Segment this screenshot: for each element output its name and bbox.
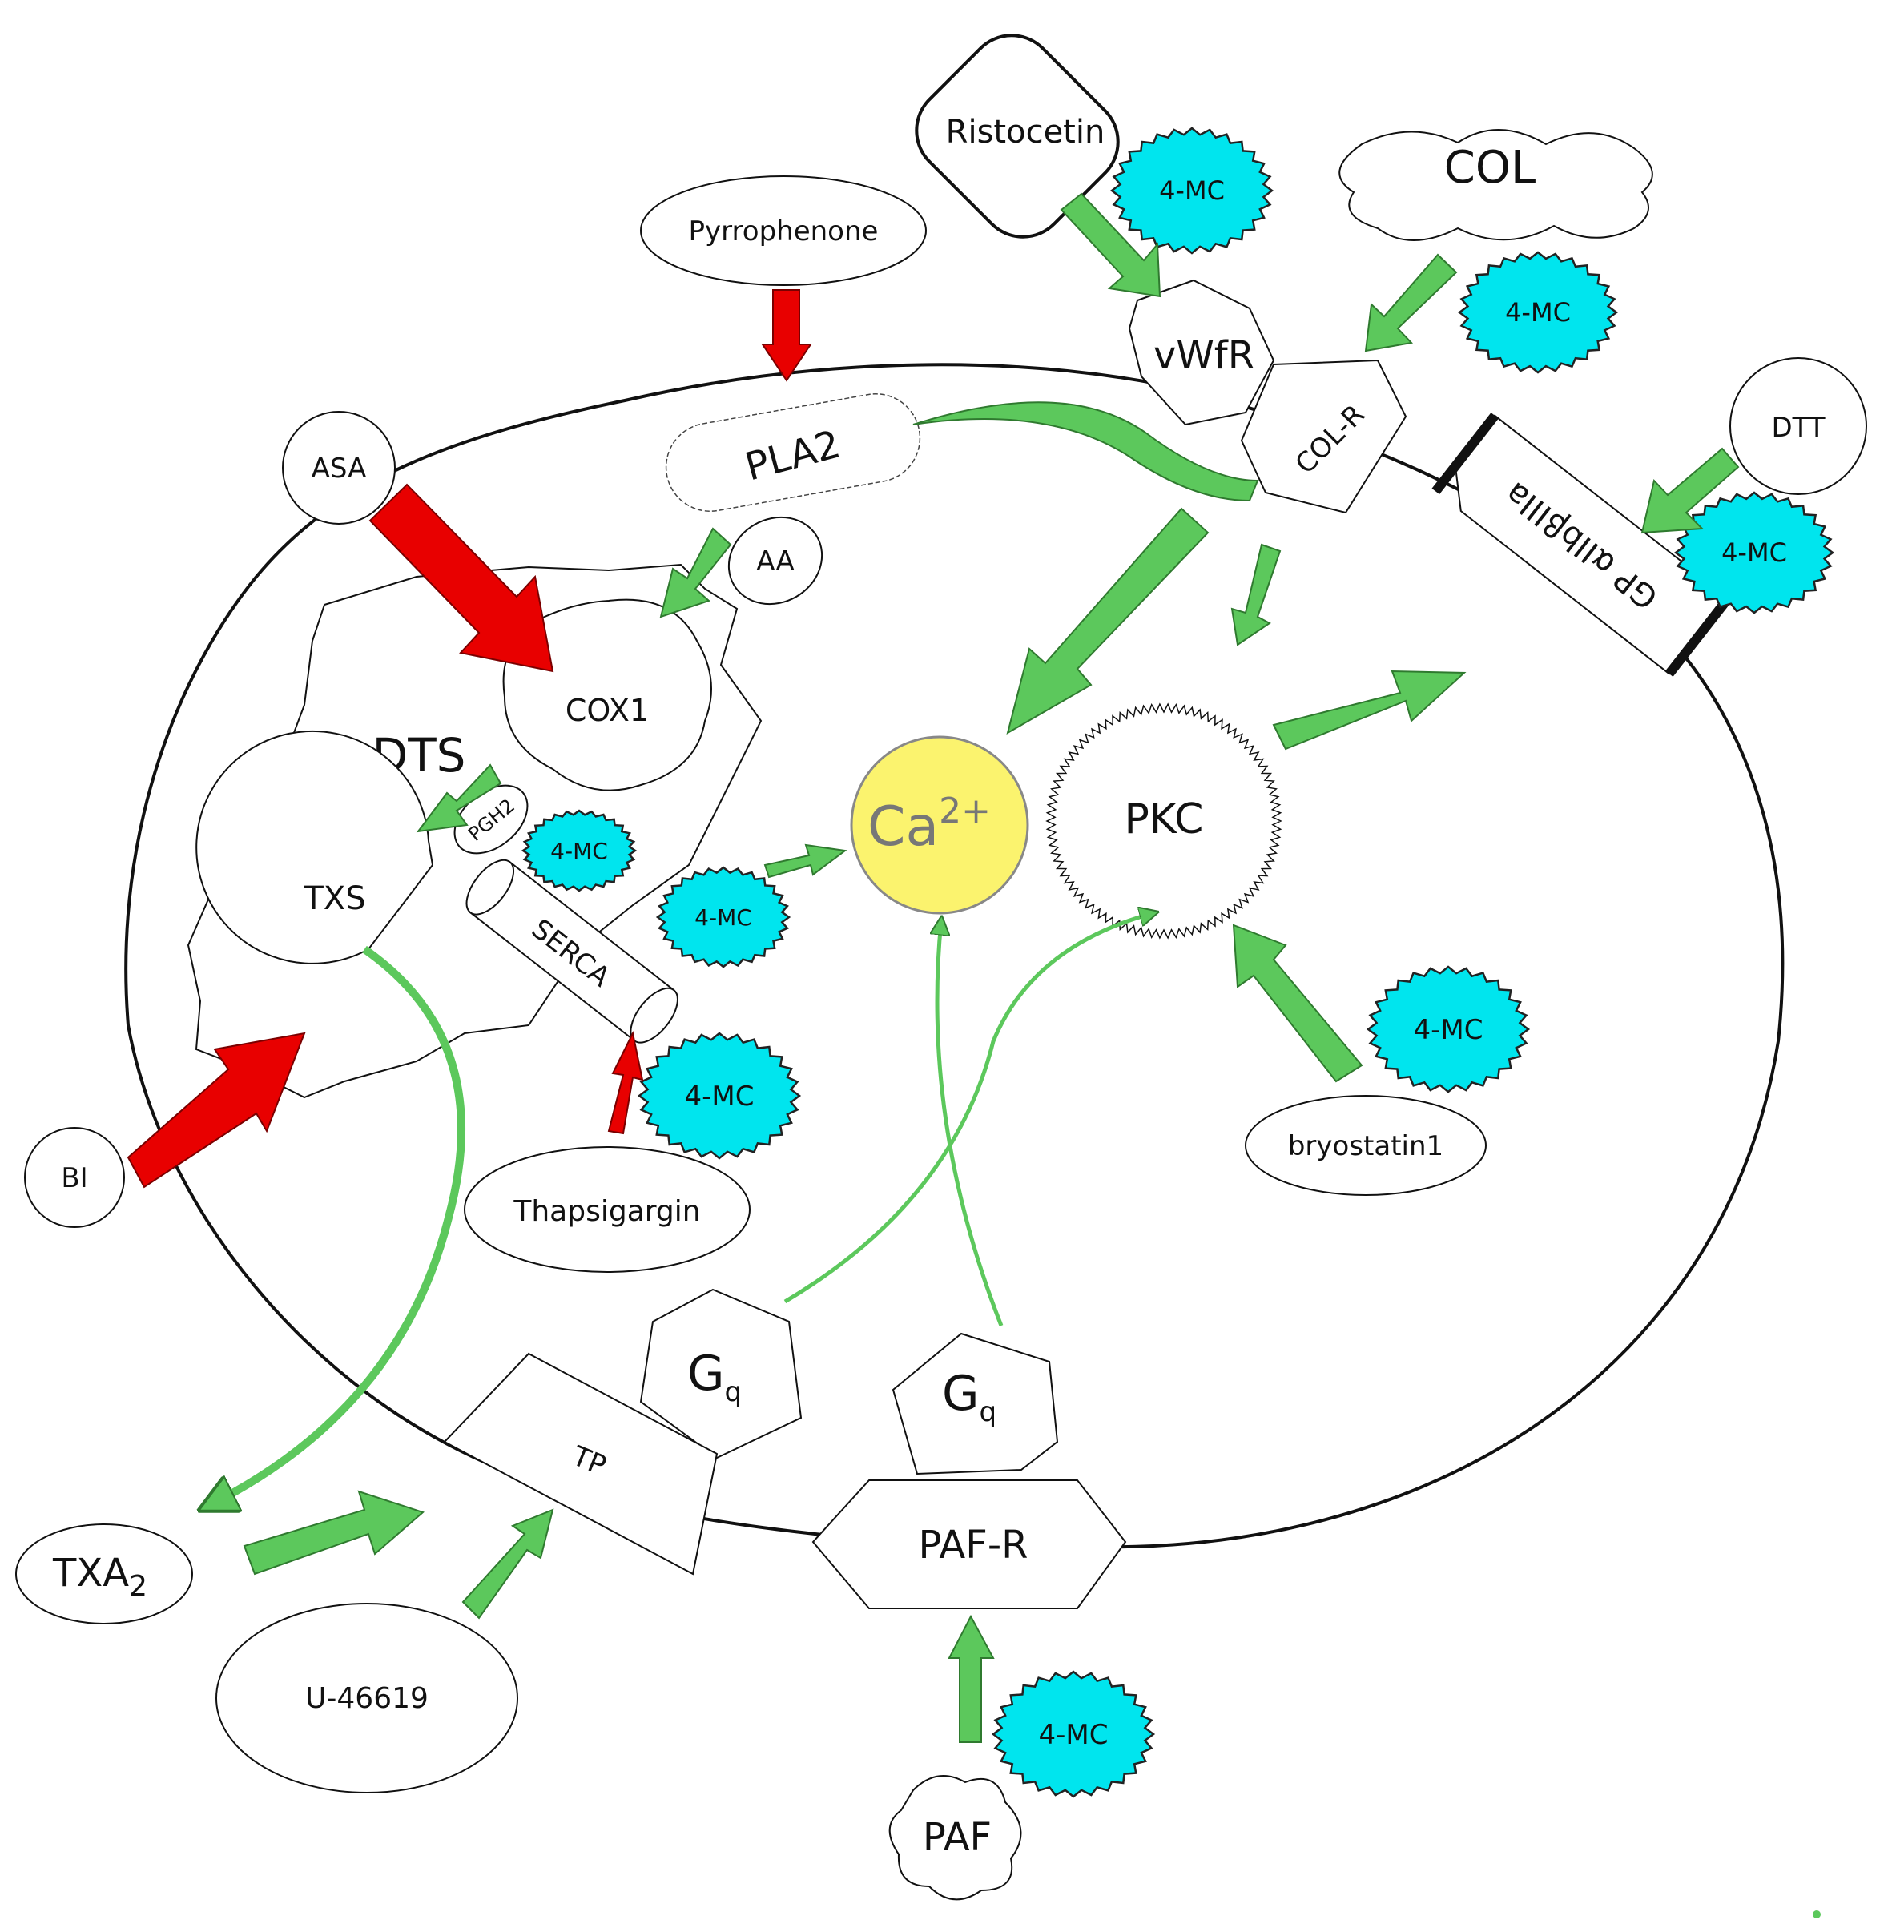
calcium-label: Ca2+ bbox=[867, 791, 991, 859]
modulator-4mc-badge: 4-MC bbox=[1366, 965, 1531, 1093]
arrow-paf-pafr bbox=[948, 1614, 995, 1743]
arrow-colr-pkc bbox=[1230, 543, 1282, 646]
paf-r-label: PAF-R bbox=[919, 1523, 1028, 1568]
asa-label: ASA bbox=[312, 453, 367, 485]
mc-badge-label: 4-MC bbox=[1505, 297, 1571, 328]
vwfr-receptor bbox=[1128, 279, 1275, 426]
modulator-4mc-badge: 4-MC bbox=[521, 809, 638, 892]
arrow-pla2-cox1 bbox=[659, 527, 732, 618]
mc-badge-label: 4-MC bbox=[694, 904, 752, 931]
arrow-gq-pkc bbox=[783, 913, 1153, 1304]
mc-badge-label: 4-MC bbox=[1721, 537, 1787, 568]
mc-badge-shape bbox=[1109, 127, 1274, 255]
pyrrophenone-label: Pyrrophenone bbox=[689, 215, 879, 248]
col-label: COL bbox=[1444, 142, 1536, 194]
bryostatin1-label: bryostatin1 bbox=[1288, 1130, 1443, 1162]
arrow-pla2-colr-band bbox=[912, 401, 1259, 502]
arrow-serca-ca bbox=[763, 843, 847, 879]
mc-badge-shape bbox=[655, 866, 791, 968]
u46619-label: U-46619 bbox=[305, 1682, 429, 1715]
cox1-label: COX1 bbox=[566, 693, 649, 728]
arrow-bi-txs bbox=[127, 1032, 306, 1189]
mc-badge-shape bbox=[1457, 251, 1619, 374]
pyrrophenone-node bbox=[640, 175, 927, 286]
txa2-label: TXA2 bbox=[52, 1551, 147, 1603]
paf-node bbox=[888, 1775, 1022, 1901]
paf-r-receptor bbox=[811, 1479, 1127, 1609]
txa2-node bbox=[15, 1523, 193, 1624]
mc-badge-label: 4-MC bbox=[685, 1081, 755, 1113]
dtt-node bbox=[1729, 357, 1867, 495]
vwfr-label: vWfR bbox=[1153, 333, 1254, 378]
gq-label-right: Gq bbox=[942, 1366, 996, 1428]
arrow-ristocetin-vwfr bbox=[1060, 192, 1161, 298]
corner-dot bbox=[1813, 1910, 1821, 1918]
asa-node bbox=[282, 411, 396, 525]
modulator-4mc-badge: 4-MC bbox=[991, 1670, 1156, 1798]
ristocetin-label: Ristocetin bbox=[946, 114, 1105, 151]
bryostatin1-node bbox=[1245, 1095, 1487, 1196]
arrow-bryostatin-pkc bbox=[1232, 924, 1363, 1083]
arrow-pkc-gp bbox=[1272, 670, 1467, 751]
modulator-badges: 4-MC 4-MC 4-MC 4-MC 4-MC 4-MC 4-MC 4-MC bbox=[521, 127, 1835, 1798]
paf-label: PAF bbox=[923, 1815, 992, 1860]
mc-badge-shape bbox=[991, 1670, 1156, 1798]
col-r-receptor bbox=[1240, 359, 1407, 514]
modulator-4mc-badge: 4-MC bbox=[1673, 491, 1835, 614]
arrow-thapsigargin-serca bbox=[607, 1030, 644, 1135]
mc-badge-shape bbox=[521, 809, 638, 892]
modulator-4mc-badge: 4-MC bbox=[1457, 251, 1619, 374]
gq-protein-right bbox=[892, 1332, 1059, 1475]
mc-badge-shape bbox=[1673, 491, 1835, 614]
bi-label: BI bbox=[61, 1162, 87, 1194]
modulator-4mc-badge: 4-MC bbox=[1109, 127, 1274, 255]
arrow-txa2-tp bbox=[243, 1490, 425, 1576]
pkc-enzyme bbox=[1045, 702, 1282, 940]
mc-badge-label: 4-MC bbox=[1414, 1014, 1483, 1046]
arrow-pyrrophenone-pla2 bbox=[761, 289, 812, 382]
col-node bbox=[1338, 129, 1653, 241]
mc-badge-label: 4-MC bbox=[1039, 1719, 1109, 1751]
arrow-dts-txs bbox=[416, 763, 502, 833]
arrow-u46619-tp bbox=[461, 1508, 554, 1620]
txs-label: TXS bbox=[303, 880, 365, 917]
arrow-gq-ca bbox=[937, 921, 1004, 1326]
dtt-label: DTT bbox=[1771, 412, 1825, 444]
modulator-4mc-badge: 4-MC bbox=[637, 1032, 802, 1160]
aa-node bbox=[727, 516, 823, 606]
tp-receptor bbox=[443, 1352, 719, 1576]
mc-badge-label: 4-MC bbox=[1159, 175, 1225, 206]
arrow-dtt-gp bbox=[1640, 447, 1740, 534]
mc-badge-shape bbox=[637, 1032, 802, 1160]
u46619-node bbox=[215, 1603, 518, 1793]
pkc-label: PKC bbox=[1125, 795, 1204, 843]
mc-badge-shape bbox=[1366, 965, 1531, 1093]
gq-label-left: Gq bbox=[687, 1346, 742, 1408]
aa-label: AA bbox=[756, 545, 794, 578]
pla2-enzyme bbox=[665, 393, 921, 512]
txs-enzyme bbox=[195, 730, 434, 964]
thapsigargin-node bbox=[464, 1146, 751, 1273]
arrow-colr-ca bbox=[1006, 507, 1210, 735]
thapsigargin-label: Thapsigargin bbox=[513, 1195, 700, 1228]
bi-node bbox=[24, 1127, 125, 1228]
arrow-txs-txa2 bbox=[208, 945, 465, 1506]
modulator-4mc-badge: 4-MC bbox=[655, 866, 791, 968]
calcium-node bbox=[850, 735, 1029, 915]
arrow-col-colr bbox=[1364, 253, 1458, 352]
arrow-asa-cox1 bbox=[368, 483, 554, 673]
mc-badge-label: 4-MC bbox=[550, 838, 608, 864]
